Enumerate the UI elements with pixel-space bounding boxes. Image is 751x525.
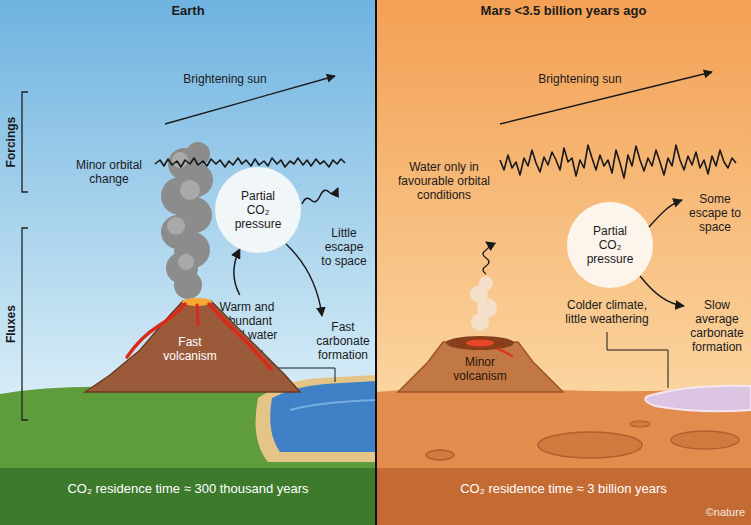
volcano-shape xyxy=(209,304,271,369)
volcanic-smoke xyxy=(479,276,493,290)
orbital-variation-line xyxy=(155,158,345,167)
label-box: Brightening sun xyxy=(170,72,280,86)
mars-ground xyxy=(376,386,751,525)
crater xyxy=(538,432,642,458)
flux-label: Little escape to space xyxy=(318,226,370,268)
ocean xyxy=(290,400,376,410)
node-text: Minor volcanism xyxy=(450,355,510,383)
forcing-label: Water only in favourable orbital conditi… xyxy=(396,160,492,202)
label-box: Colder climate, little weathering xyxy=(560,298,654,326)
flux-arrow xyxy=(648,200,682,228)
axis-label: Fluxes xyxy=(4,305,18,343)
orbital-variation-line xyxy=(500,145,736,178)
volcano-shape xyxy=(498,349,512,356)
forcing-bracket xyxy=(22,228,28,420)
volcanic-smoke xyxy=(161,142,497,331)
label-box: CO₂ residence time ≈ 3 billion years xyxy=(376,481,751,496)
node-text: Fast volcanism xyxy=(160,335,220,363)
forcing-bracket xyxy=(22,92,28,192)
forcing-bracket xyxy=(22,92,28,420)
label-box: Slow average carbonate formation xyxy=(688,298,746,355)
residence-time-label: CO₂ residence time ≈ 3 billion years xyxy=(376,481,751,496)
earth-sky xyxy=(0,0,376,400)
co2-pressure-circle: Partial CO₂ pressure xyxy=(567,202,653,288)
node-text-box: Fast volcanism xyxy=(160,335,220,363)
panel-divider xyxy=(375,0,377,525)
mars-ground xyxy=(376,386,751,525)
volcano-shape xyxy=(466,340,494,347)
label-box: Some escape to space xyxy=(688,192,742,234)
mars-pond xyxy=(645,386,751,412)
volcanic-smoke xyxy=(186,142,210,166)
crater xyxy=(426,421,739,460)
label-box: Earth xyxy=(0,3,376,18)
label-box: CO₂ residence time ≈ 300 thousand years xyxy=(0,481,376,496)
co2-pressure-circle: Partial CO₂ pressure xyxy=(215,167,301,253)
volcanic-smoke xyxy=(178,254,194,270)
volcano-shape xyxy=(197,305,198,325)
label-box: Mars <3.5 billion years ago xyxy=(376,3,751,18)
panel-heading: Mars <3.5 billion years ago xyxy=(376,3,751,18)
mars-sky xyxy=(376,0,751,400)
flux-arrow xyxy=(286,188,684,316)
volcano: Fast volcanism xyxy=(85,295,300,395)
mars-sky xyxy=(376,0,751,400)
crater xyxy=(671,431,739,449)
flux-label: Some escape to space xyxy=(688,192,742,234)
volcanic-smoke xyxy=(180,180,200,200)
label-box: Forcings xyxy=(4,117,18,168)
flux-arrow xyxy=(286,244,322,316)
flux-arrow xyxy=(302,188,338,204)
label-box: Brightening sun xyxy=(525,72,635,86)
flux-label: Fast carbonate formation xyxy=(312,320,374,362)
volcano: Minor volcanism xyxy=(398,330,563,395)
label-box: Little escape to space xyxy=(318,226,370,268)
residence-time-label: CO₂ residence time ≈ 300 thousand years xyxy=(0,481,376,496)
sun-trend-arrow xyxy=(500,72,712,124)
copyright-note: ©nature xyxy=(640,506,745,519)
mars-ground xyxy=(376,468,751,525)
node-text: Partial CO₂ pressure xyxy=(229,189,287,231)
volcano-shape xyxy=(85,301,300,392)
node-text-box: Minor volcanism xyxy=(450,355,510,383)
volcano-shape xyxy=(446,336,514,350)
volcanic-smoke xyxy=(167,217,185,235)
mars-pond xyxy=(645,386,751,412)
panel-divider xyxy=(376,0,377,525)
flux-label: Slow average carbonate formation xyxy=(688,298,746,355)
label-box: Minor orbital change xyxy=(68,158,150,186)
forcing-label: Brightening sun xyxy=(525,72,635,86)
flux-arrow xyxy=(234,249,240,295)
leader-line xyxy=(607,332,668,388)
earth-ground xyxy=(0,468,376,525)
earth-sky xyxy=(0,0,376,400)
label-box: Fluxes xyxy=(4,305,18,343)
axis-label: Forcings xyxy=(4,117,18,168)
label-box: ©nature xyxy=(640,506,745,519)
forcing-label: Brightening sun xyxy=(170,72,280,86)
flux-label: Colder climate, little weathering xyxy=(560,298,654,326)
flux-arrow xyxy=(483,242,489,274)
sun-trend-arrow xyxy=(165,72,712,124)
panel-heading: Earth xyxy=(0,3,376,18)
crater xyxy=(426,450,454,460)
crater xyxy=(630,421,650,427)
volcano-shape xyxy=(127,304,185,357)
node-text: Partial CO₂ pressure xyxy=(581,224,639,266)
label-box: Fast carbonate formation xyxy=(312,320,374,362)
forcing-label: Minor orbital change xyxy=(68,158,150,186)
label-box: Water only in favourable orbital conditi… xyxy=(396,160,492,202)
